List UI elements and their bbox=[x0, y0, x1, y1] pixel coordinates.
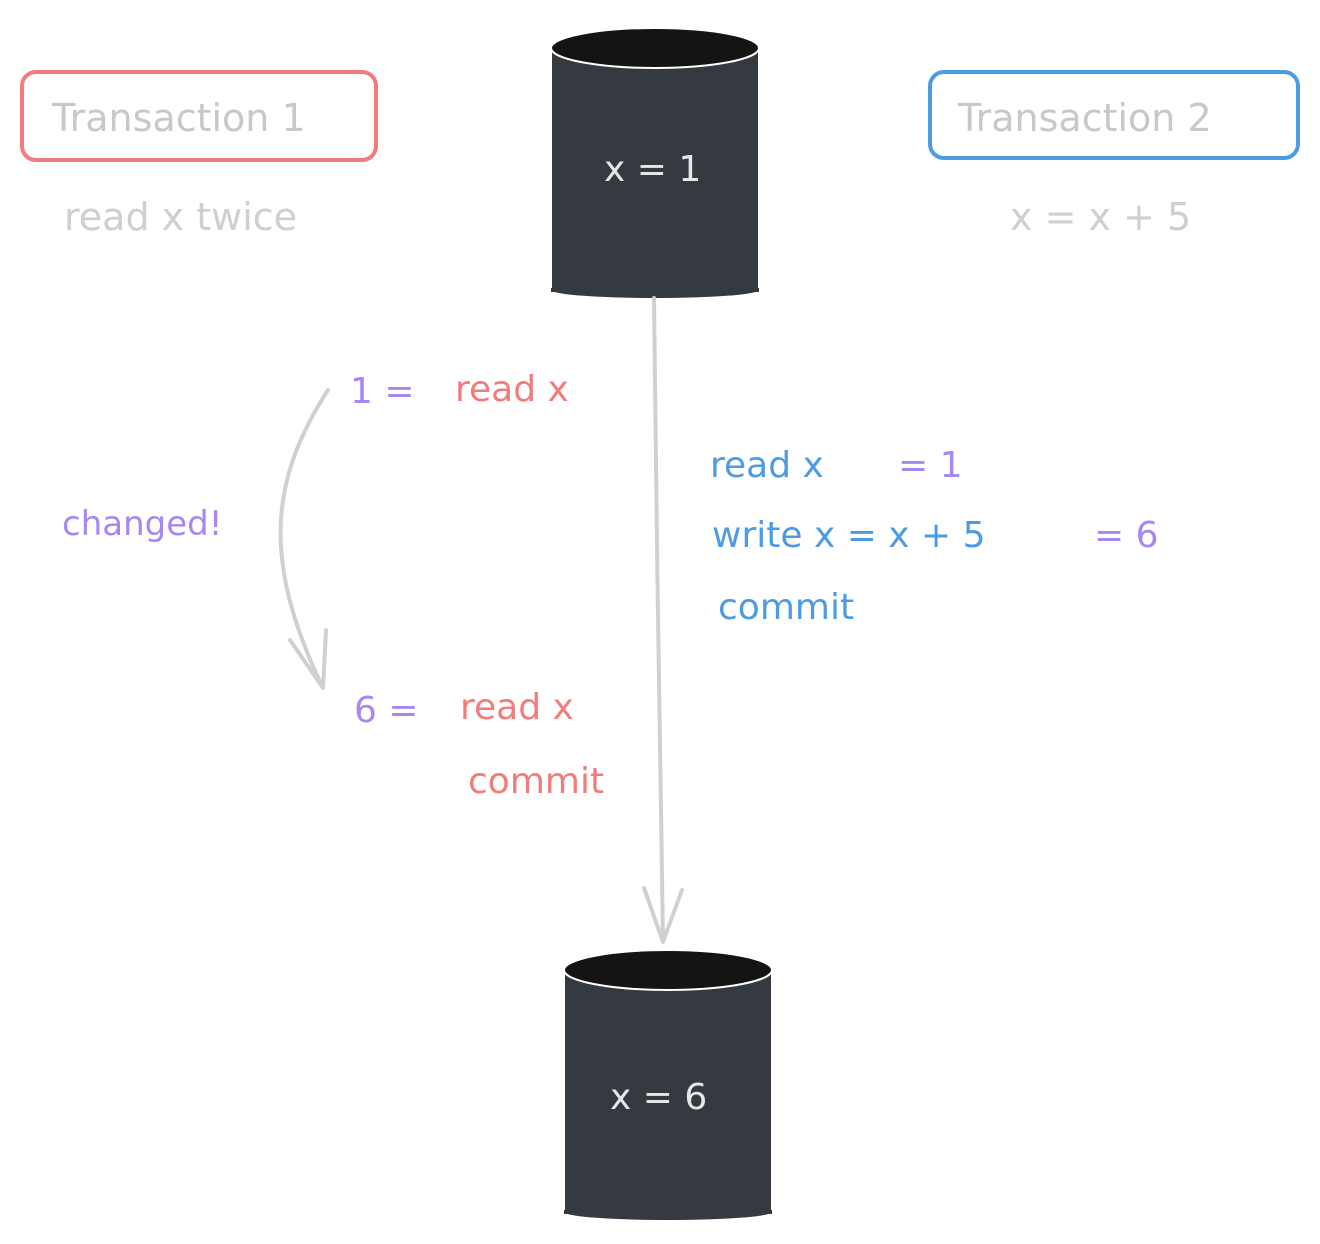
t1-first-value: 1 = bbox=[350, 371, 415, 412]
database-after-cylinder bbox=[563, 949, 773, 1220]
t1-second-value: 6 = bbox=[354, 690, 419, 731]
transaction1-title: Transaction 1 bbox=[52, 96, 306, 140]
database-before-label: x = 1 bbox=[604, 149, 702, 190]
t2-read: read x bbox=[710, 445, 824, 486]
t2-commit: commit bbox=[718, 587, 855, 628]
transaction1-subtitle: read x twice bbox=[64, 195, 298, 239]
timeline-arrow bbox=[642, 296, 684, 944]
t2-write: write x = x + 5 bbox=[712, 515, 986, 556]
database-after-label: x = 6 bbox=[610, 1077, 708, 1118]
transaction1-box bbox=[20, 70, 378, 162]
changed-note: changed! bbox=[62, 504, 223, 544]
changed-arrow bbox=[278, 388, 330, 690]
transaction2-subtitle: x = x + 5 bbox=[1010, 195, 1192, 239]
t2-read-result: = 1 bbox=[898, 445, 963, 486]
t2-write-result: = 6 bbox=[1094, 515, 1159, 556]
t1-commit: commit bbox=[468, 761, 605, 802]
t1-second-read: read x bbox=[460, 687, 574, 728]
t1-first-read: read x bbox=[455, 369, 569, 410]
transaction2-title: Transaction 2 bbox=[958, 96, 1212, 140]
transaction2-box bbox=[928, 70, 1300, 160]
database-before-cylinder bbox=[550, 27, 760, 298]
